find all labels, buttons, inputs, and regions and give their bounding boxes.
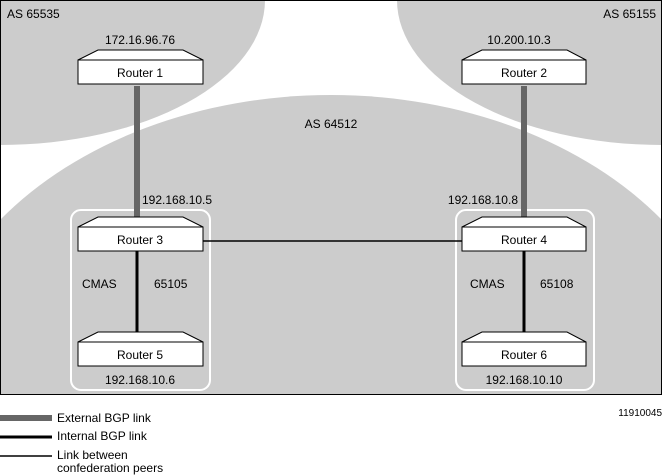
router-3[interactable]: Router 3 [77, 216, 204, 252]
confed-left-number: 65105 [154, 277, 188, 291]
router-label: Router 1 [117, 66, 163, 80]
router-1[interactable]: Router 1 [77, 49, 204, 85]
router-6[interactable]: Router 6 [461, 331, 587, 367]
frame-border [0, 0, 662, 395]
legend-confed-label-1: Link between [57, 448, 128, 462]
region-as-64512 [0, 94, 662, 394]
router-label: Router 3 [117, 233, 163, 247]
as-label-right: AS 65155 [603, 7, 656, 21]
router-5[interactable]: Router 5 [77, 331, 204, 367]
confed-left-label: CMAS [82, 277, 117, 291]
confed-right-number: 65108 [540, 277, 574, 291]
router-5-ip: 192.168.10.6 [105, 373, 175, 387]
router-6-ip: 192.168.10.10 [486, 373, 563, 387]
router-label: Router 4 [501, 233, 547, 247]
router-label: Router 2 [501, 66, 547, 80]
figure-id: 11910045 [618, 408, 662, 419]
confed-right-label: CMAS [470, 277, 505, 291]
router-3-ip: 192.168.10.5 [142, 193, 212, 207]
legend-internal-label: Internal BGP link [57, 429, 148, 443]
router-4-ip: 192.168.10.8 [448, 193, 518, 207]
router-1-ip: 172.16.96.76 [105, 33, 175, 47]
confed-box-left [70, 209, 211, 391]
as-label-left: AS 65535 [7, 7, 60, 21]
router-4[interactable]: Router 4 [461, 216, 587, 252]
router-label: Router 5 [117, 348, 163, 362]
router-label: Router 6 [501, 348, 547, 362]
as-label-center: AS 64512 [305, 117, 358, 131]
router-2[interactable]: Router 2 [461, 49, 587, 85]
router-2-ip: 10.200.10.3 [487, 33, 551, 47]
legend-confed-label-2: confederation peers [57, 461, 163, 475]
legend-external-label: External BGP link [57, 411, 152, 425]
